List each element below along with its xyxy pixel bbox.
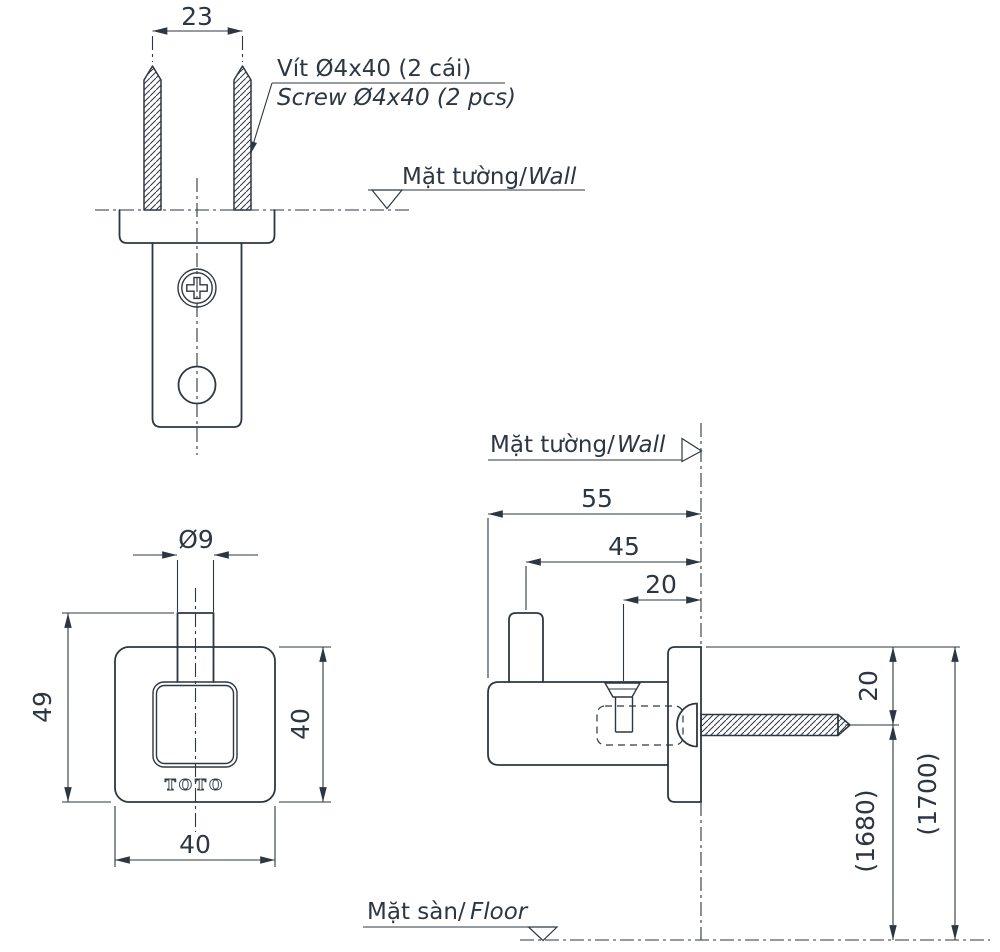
dim-depth-peg-center: 45 (608, 532, 640, 561)
screw-note-vi: Vít Ø4x40 (2 cái) (277, 56, 471, 82)
side-view: Mặt tường/ Wall 55 45 20 20 (363, 423, 990, 942)
bracket-flange-side-view (667, 646, 702, 803)
dim-plate-width: 40 (179, 830, 211, 859)
wall-reference-triangle-side-icon (681, 437, 703, 463)
floor-label-en: Floor (470, 899, 529, 925)
wall-screw-tip (837, 713, 851, 737)
wall-label-vi-side: Mặt tường/ (490, 432, 615, 458)
dim-overall-height: 49 (28, 691, 57, 723)
set-screw-head-side (603, 682, 642, 698)
peg-circle-top-view (177, 365, 217, 405)
mounting-screw-left (143, 65, 162, 211)
dim-drop-to-axis: 20 (854, 670, 883, 702)
dim-49-extension-lines (62, 612, 174, 803)
peg-side-view (508, 612, 544, 683)
peg-extension-lines (176, 560, 215, 612)
set-screw-head-inner (181, 272, 213, 304)
wall-label-en-side: Wall (617, 432, 666, 458)
dim-height-top: (1700) (913, 752, 942, 835)
hook-plate-front-view (114, 646, 276, 803)
top-view: 23 Vít Ø4x40 (2 cái) Screw Ø4x40 (2 pcs)… (95, 2, 585, 455)
set-screw-shaft (614, 697, 634, 733)
wall-screw-thread (700, 713, 839, 737)
wall-reference-triangle-icon (370, 189, 404, 210)
dim-screw-spacing: 23 (181, 2, 213, 31)
dim-peg-diameter: Ø9 (178, 525, 214, 554)
mounting-screw-right (233, 65, 252, 211)
wall-label-en-top: Wall (528, 164, 577, 190)
hook-arm-side-view (487, 681, 669, 766)
hidden-screw-pocket (596, 705, 684, 746)
phillips-cross-icon (186, 276, 208, 300)
hook-arm-top-view (151, 242, 243, 428)
set-screw-head-outer (177, 268, 217, 308)
floor-label-vi: Mặt sàn/ (367, 899, 466, 925)
floor-reference-triangle-icon (526, 926, 559, 942)
front-view: Ø9 TOTO 49 40 40 (28, 525, 331, 867)
screw-note-leader (251, 82, 273, 149)
leader-arrowhead-icon (250, 141, 257, 155)
dim-depth-screw-center: 20 (645, 570, 677, 599)
dim-plate-height: 40 (286, 708, 315, 740)
wall-screw-head (676, 702, 698, 748)
dim-depth-total: 55 (581, 484, 613, 513)
bracket-flange-top-view (118, 209, 276, 244)
brand-logo: TOTO (165, 776, 225, 794)
plate-inner-square-outer (152, 681, 238, 768)
screw-note-en: Screw Ø4x40 (2 pcs) (277, 85, 516, 111)
wall-label-vi-top: Mặt tường/ (402, 164, 527, 190)
plate-inner-square-inner (155, 684, 235, 765)
dim-height-axis: (1680) (851, 789, 880, 872)
